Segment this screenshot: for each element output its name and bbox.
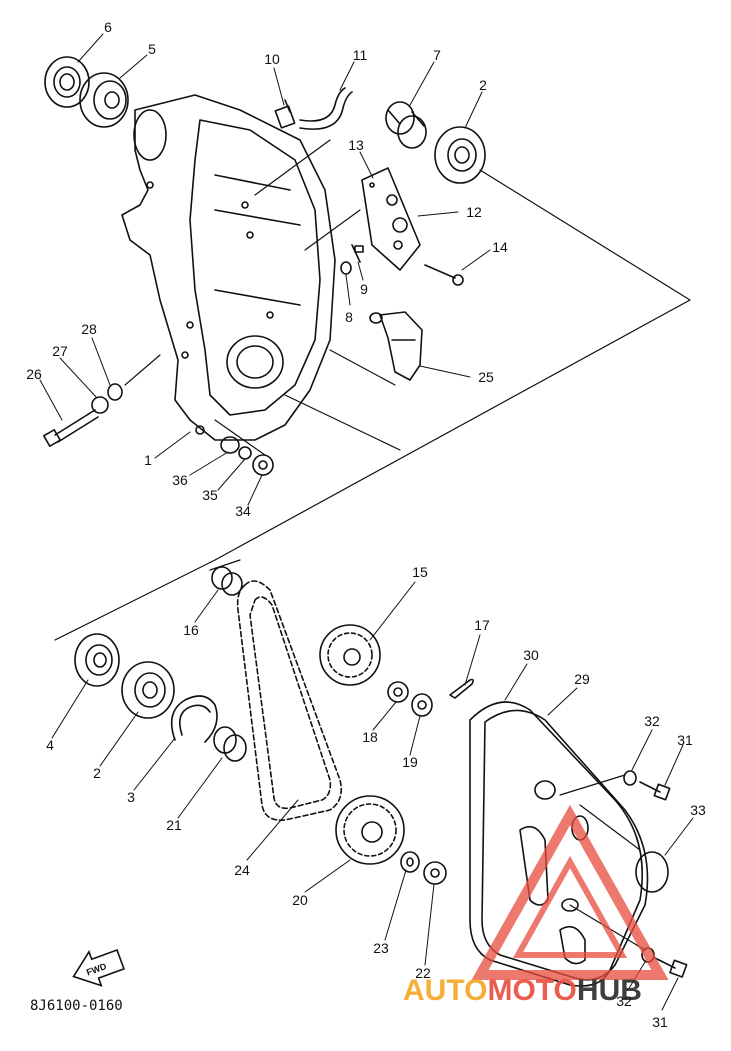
part-code: 8J6100-0160 bbox=[30, 998, 123, 1014]
lock-washer-35 bbox=[238, 446, 252, 460]
callout-3: 3 bbox=[127, 789, 135, 805]
callout-15: 15 bbox=[412, 564, 428, 580]
callout-30: 30 bbox=[523, 647, 539, 663]
watermark-triangle-icon bbox=[471, 804, 669, 980]
nut-22 bbox=[423, 861, 447, 885]
callout-8: 8 bbox=[345, 309, 353, 325]
nut-34 bbox=[252, 454, 274, 476]
callout-17: 17 bbox=[474, 617, 490, 633]
gasket-30 bbox=[469, 701, 643, 987]
callout-2-top: 2 bbox=[479, 77, 487, 93]
callout-34: 34 bbox=[235, 503, 251, 519]
oil-seal-6 bbox=[44, 56, 90, 108]
collar-7 bbox=[385, 101, 427, 149]
bolt-9 bbox=[351, 244, 364, 263]
watermark-brand: AUTOMOTOHUB bbox=[403, 974, 642, 1007]
callout-labels: 6 5 10 11 7 2 13 12 14 9 8 28 27 26 25 1… bbox=[26, 19, 706, 1030]
watermark-auto: AUTO bbox=[403, 974, 487, 1007]
callout-11: 11 bbox=[353, 47, 368, 63]
bolt-31-upper bbox=[639, 781, 671, 801]
callout-31-top: 31 bbox=[677, 732, 693, 748]
callout-23: 23 bbox=[373, 940, 389, 956]
callout-6: 6 bbox=[104, 19, 112, 35]
adjuster-plate-13 bbox=[361, 167, 421, 271]
cap-33 bbox=[635, 851, 669, 893]
callout-25: 25 bbox=[478, 369, 494, 385]
breather-fitting-10 bbox=[274, 99, 296, 129]
breather-hose-11 bbox=[299, 87, 353, 130]
callout-21: 21 bbox=[166, 817, 182, 833]
castle-nut-19 bbox=[411, 693, 433, 717]
bearing-2-lower bbox=[121, 661, 175, 719]
callout-29: 29 bbox=[574, 671, 590, 687]
bearing-2-upper bbox=[434, 126, 486, 184]
washer-28 bbox=[107, 383, 123, 401]
cotter-pin-17 bbox=[449, 678, 474, 699]
callout-18: 18 bbox=[362, 729, 378, 745]
callout-7: 7 bbox=[433, 47, 441, 63]
washer-23 bbox=[400, 851, 420, 873]
callout-31-bottom: 31 bbox=[652, 1014, 668, 1030]
callout-35: 35 bbox=[202, 487, 218, 503]
driven-sprocket-20 bbox=[335, 795, 405, 865]
washer-8 bbox=[340, 261, 352, 275]
oil-seal-4 bbox=[74, 633, 120, 687]
callout-2-lower: 2 bbox=[93, 765, 101, 781]
callout-36: 36 bbox=[172, 472, 188, 488]
assembly-outline-lines bbox=[54, 139, 691, 951]
callout-32-top: 32 bbox=[644, 713, 660, 729]
washer-32-upper bbox=[623, 770, 637, 786]
callout-4: 4 bbox=[46, 737, 54, 753]
forward-arrow-icon: FWD bbox=[72, 949, 125, 987]
callout-33: 33 bbox=[690, 802, 706, 818]
watermark-moto: MOTO bbox=[487, 974, 576, 1007]
callout-22: 22 bbox=[415, 965, 431, 981]
bolt-31-lower bbox=[654, 957, 688, 978]
callout-27: 27 bbox=[52, 343, 68, 359]
callout-16: 16 bbox=[183, 622, 199, 638]
callout-5: 5 bbox=[148, 41, 156, 57]
callout-20: 20 bbox=[292, 892, 308, 908]
callout-24: 24 bbox=[234, 862, 250, 878]
circlip-3 bbox=[170, 695, 218, 743]
drive-sprocket-15 bbox=[319, 624, 381, 686]
bearing-5 bbox=[79, 72, 129, 128]
callout-19: 19 bbox=[402, 754, 418, 770]
drive-chain-24 bbox=[236, 580, 343, 822]
lock-washer-27 bbox=[91, 396, 109, 414]
callout-13: 13 bbox=[348, 137, 364, 153]
washer-36 bbox=[220, 436, 240, 454]
tensioner-block-25 bbox=[369, 311, 423, 381]
callout-1: 1 bbox=[144, 452, 152, 468]
bolt-14 bbox=[424, 264, 464, 286]
callout-10: 10 bbox=[264, 51, 280, 67]
callout-32-bottom: 32 bbox=[616, 993, 632, 1009]
callout-9: 9 bbox=[360, 281, 368, 297]
collar-21 bbox=[213, 726, 247, 762]
washer-18 bbox=[387, 681, 409, 703]
leader-lines bbox=[39, 33, 694, 1011]
callout-12: 12 bbox=[466, 204, 482, 220]
chain-case-housing bbox=[121, 94, 336, 441]
callout-26: 26 bbox=[26, 366, 42, 382]
bolt-26 bbox=[43, 409, 99, 447]
watermark-hub: HUB bbox=[577, 974, 642, 1007]
callout-28: 28 bbox=[81, 321, 97, 337]
collar-16 bbox=[211, 566, 243, 596]
callout-14: 14 bbox=[492, 239, 508, 255]
